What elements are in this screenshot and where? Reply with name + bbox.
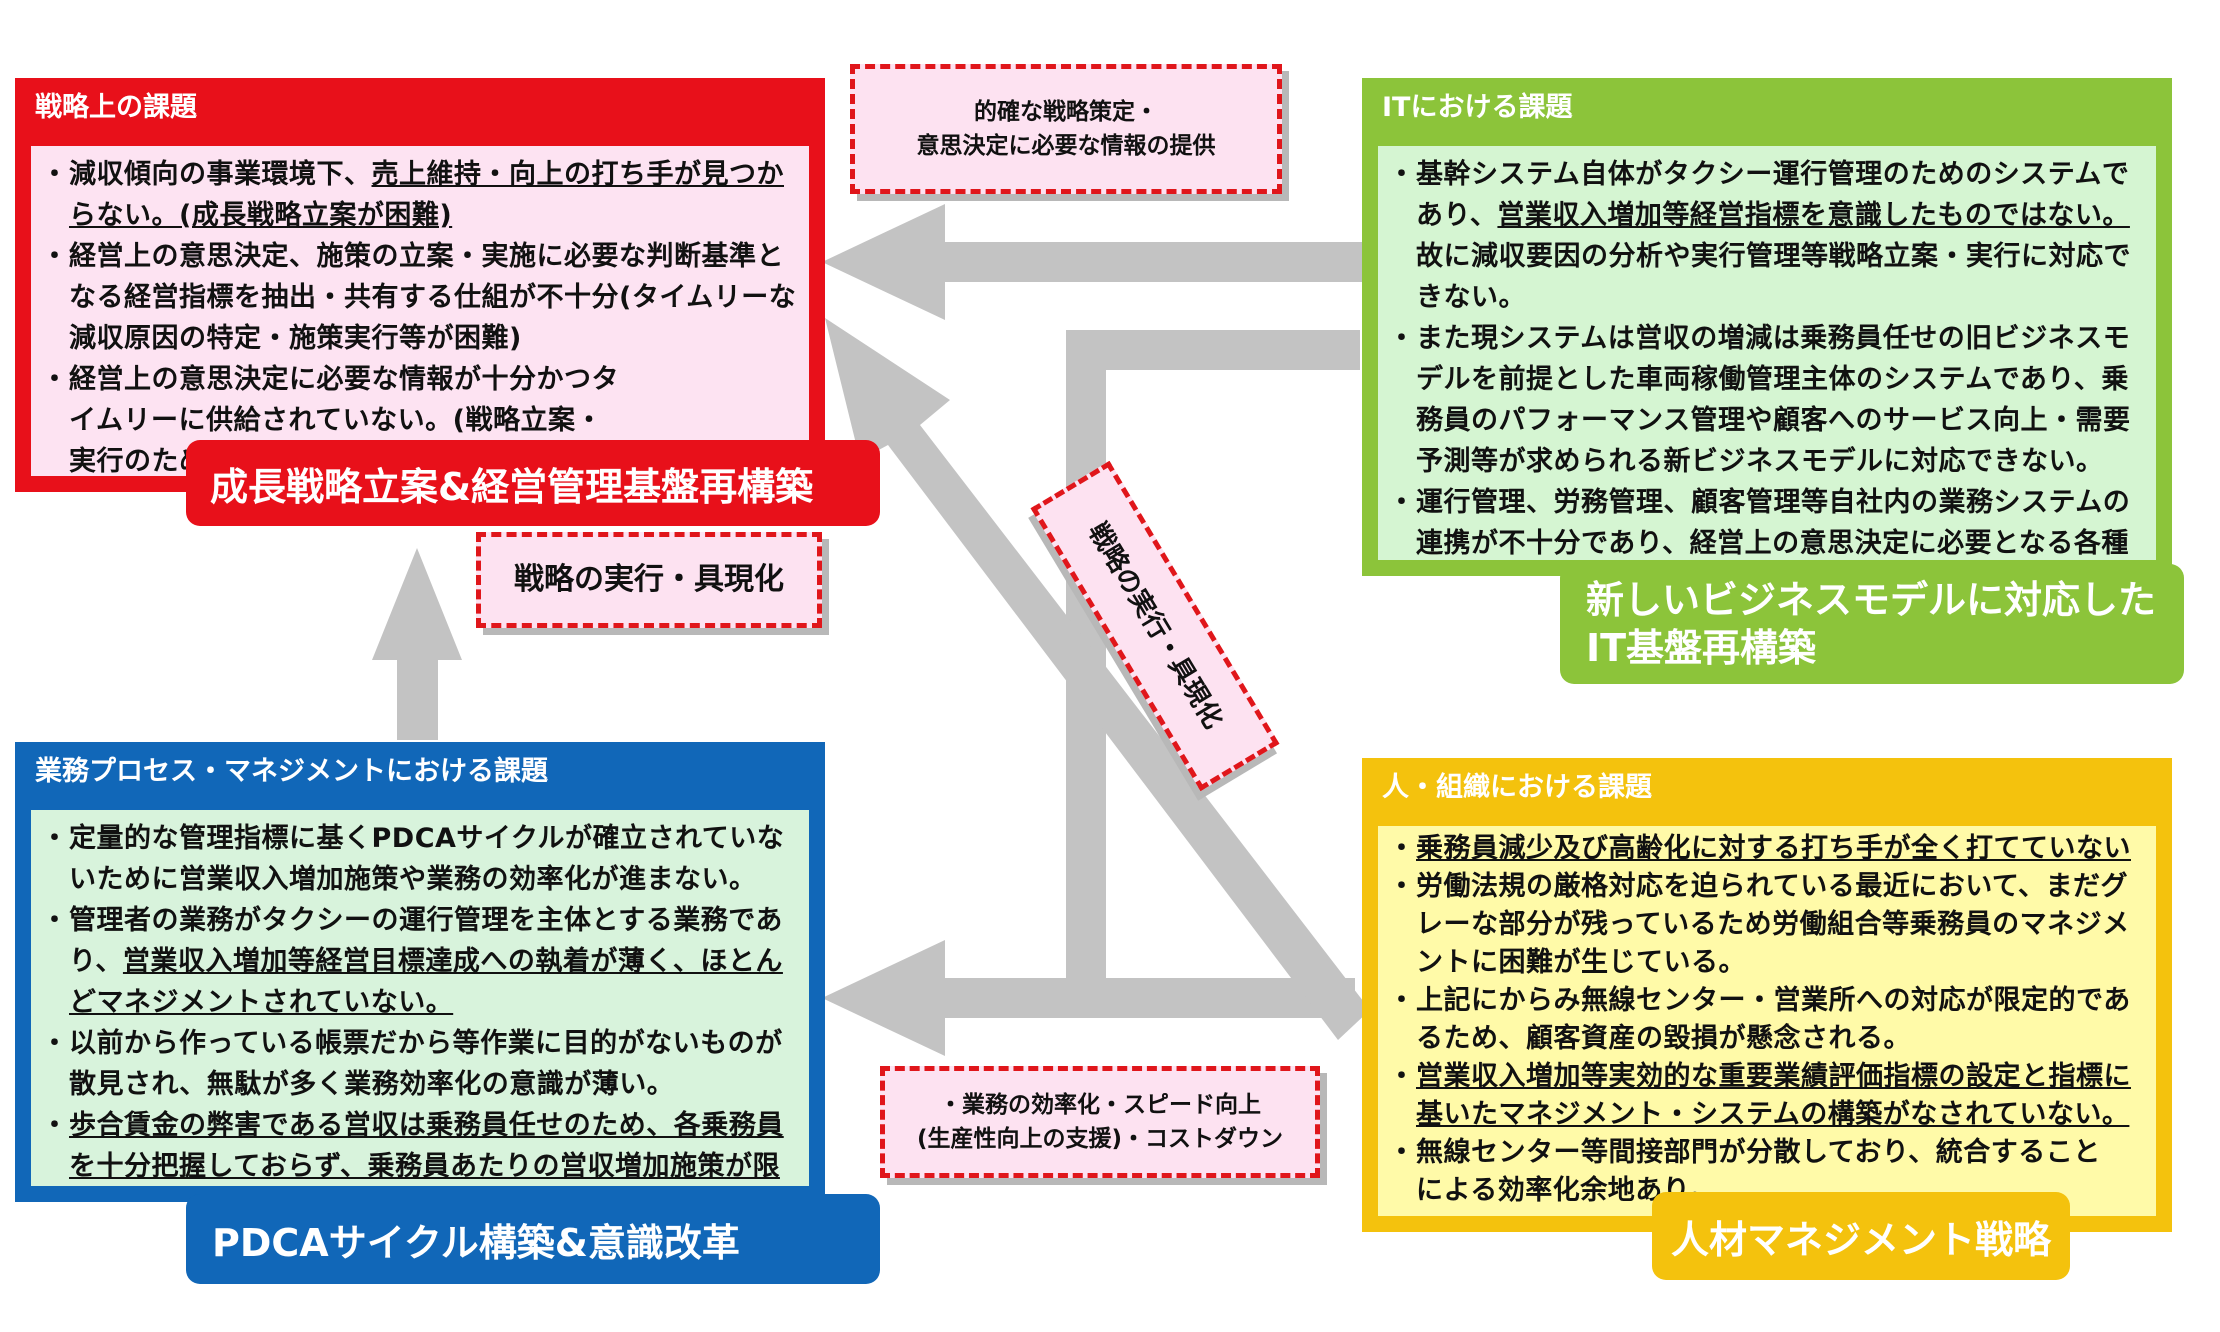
strategy-issue-list: 減収傾向の事業環境下、売上維持・向上の打ち手が見つからない。(成長戦略立案が困難… (41, 154, 799, 476)
process-issues-header: 業務プロセス・マネジメントにおける課題 (35, 756, 548, 787)
it-issue-3: 運行管理、労務管理、顧客管理等自社内の業務システムの連携が不十分であり、経営上の… (1388, 482, 2146, 560)
tag-efficiency: ・業務の効率化・スピード向上 (生産性向上の支援)・コストダウン (880, 1066, 1320, 1178)
process-issue-1: 定量的な管理指標に基くPDCAサイクルが確立されていないために営業収入増加施策や… (41, 818, 799, 900)
tag-strategy-execution: 戦略の実行・具現化 (476, 532, 822, 628)
arrow-people-to-strategy-diagonal (825, 318, 1370, 1040)
strategy-label: 成長戦略立案&経営管理基盤再構築 (186, 440, 880, 526)
people-issues-header: 人・組織における課題 (1382, 772, 1652, 803)
it-issues-panel: ITにおける課題 基幹システム自体がタクシー運行管理のためのシステムであり、営業… (1362, 78, 2172, 576)
it-issues-header: ITにおける課題 (1382, 92, 1573, 123)
it-label: 新しいビジネスモデルに対応した IT基盤再構築 (1560, 564, 2184, 684)
people-label: 人材マネジメント戦略 (1652, 1192, 2070, 1280)
strategy-issue-2: 経営上の意思決定、施策の立案・実施に必要な判断基準となる経営指標を抽出・共有する… (41, 236, 799, 359)
people-issue-1: 乗務員減少及び高齢化に対する打ち手が全く打てていない (1388, 830, 2146, 868)
tag-info-provision: 的確な戦略策定・ 意思決定に必要な情報の提供 (850, 64, 1282, 194)
people-issue-2: 労働法規の厳格対応を迫られている最近において、まだグレーな部分が残っているため労… (1388, 868, 2146, 982)
strategy-issue-1: 減収傾向の事業環境下、売上維持・向上の打ち手が見つからない。(成長戦略立案が困難… (41, 154, 799, 236)
tag-efficiency-line2: (生産性向上の支援)・コストダウン (916, 1126, 1284, 1152)
tag-info-provision-line2: 意思決定に必要な情報の提供 (916, 133, 1216, 159)
process-label-text: PDCAサイクル構築&意識改革 (212, 1220, 740, 1265)
process-issues-panel: 業務プロセス・マネジメントにおける課題 定量的な管理指標に基くPDCAサイクルが… (15, 742, 825, 1202)
arrow-process-to-strategy (372, 548, 462, 740)
people-issue-4: 営業収入増加等実効的な重要業績評価指標の設定と指標に基いたマネジメント・システム… (1388, 1058, 2146, 1134)
arrow-trunk (1066, 330, 1360, 1018)
people-issues-panel: 人・組織における課題 乗務員減少及び高齢化に対する打ち手が全く打てていない 労働… (1362, 758, 2172, 1232)
strategy-issues-body: 減収傾向の事業環境下、売上維持・向上の打ち手が見つからない。(成長戦略立案が困難… (29, 144, 811, 478)
process-label: PDCAサイクル構築&意識改革 (186, 1194, 880, 1284)
people-issue-3: 上記にからみ無線センター・営業所への対応が限定的であるため、顧客資産の毀損が懸念… (1388, 982, 2146, 1058)
tag-efficiency-line1: ・業務の効率化・スピード向上 (939, 1092, 1261, 1118)
arrow-it-to-strategy (822, 204, 1365, 320)
it-issues-body: 基幹システム自体がタクシー運行管理のためのシステムであり、営業収入増加等経営指標… (1376, 144, 2158, 562)
people-issue-list: 乗務員減少及び高齢化に対する打ち手が全く打てていない 労働法規の厳格対応を迫られ… (1388, 830, 2146, 1210)
strategy-issues-panel: 戦略上の課題 減収傾向の事業環境下、売上維持・向上の打ち手が見つからない。(成長… (15, 78, 825, 492)
process-issues-body: 定量的な管理指標に基くPDCAサイクルが確立されていないために営業収入増加施策や… (29, 808, 811, 1188)
process-issue-2: 管理者の業務がタクシーの運行管理を主体とする業務であり、営業収入増加等経営目標達… (41, 900, 799, 1023)
it-label-line2: IT基盤再構築 (1586, 626, 1817, 670)
tag-strategy-execution-text: 戦略の実行・具現化 (514, 562, 784, 597)
it-issue-1: 基幹システム自体がタクシー運行管理のためのシステムであり、営業収入増加等経営指標… (1388, 154, 2146, 318)
people-issues-body: 乗務員減少及び高齢化に対する打ち手が全く打てていない 労働法規の厳格対応を迫られ… (1376, 824, 2158, 1218)
process-issue-list: 定量的な管理指標に基くPDCAサイクルが確立されていないために営業収入増加施策や… (41, 818, 799, 1186)
it-issue-list: 基幹システム自体がタクシー運行管理のためのシステムであり、営業収入増加等経営指標… (1388, 154, 2146, 560)
process-issue-4: 歩合賃金の弊害である営収は乗務員任せのため、各乗務員を十分把握しておらず、乗務員… (41, 1105, 799, 1186)
tag-info-provision-line1: 的確な戦略策定・ (974, 99, 1158, 125)
people-label-text: 人材マネジメント戦略 (1670, 1217, 2051, 1262)
strategy-label-text: 成長戦略立案&経営管理基盤再構築 (210, 464, 814, 509)
strategy-issues-header: 戦略上の課題 (35, 92, 197, 123)
it-label-line1: 新しいビジネスモデルに対応した (1586, 578, 2157, 622)
it-issue-2: また現システムは営収の増減は乗務員任せの旧ビジネスモデルを前提とした車両稼働管理… (1388, 318, 2146, 482)
process-issue-3: 以前から作っている帳票だから等作業に目的がないものが散見され、無駄が多く業務効率… (41, 1023, 799, 1105)
people-issue-5: 無線センター等間接部門が分散しており、統合することによる効率化余地あり。 (1388, 1134, 2146, 1210)
